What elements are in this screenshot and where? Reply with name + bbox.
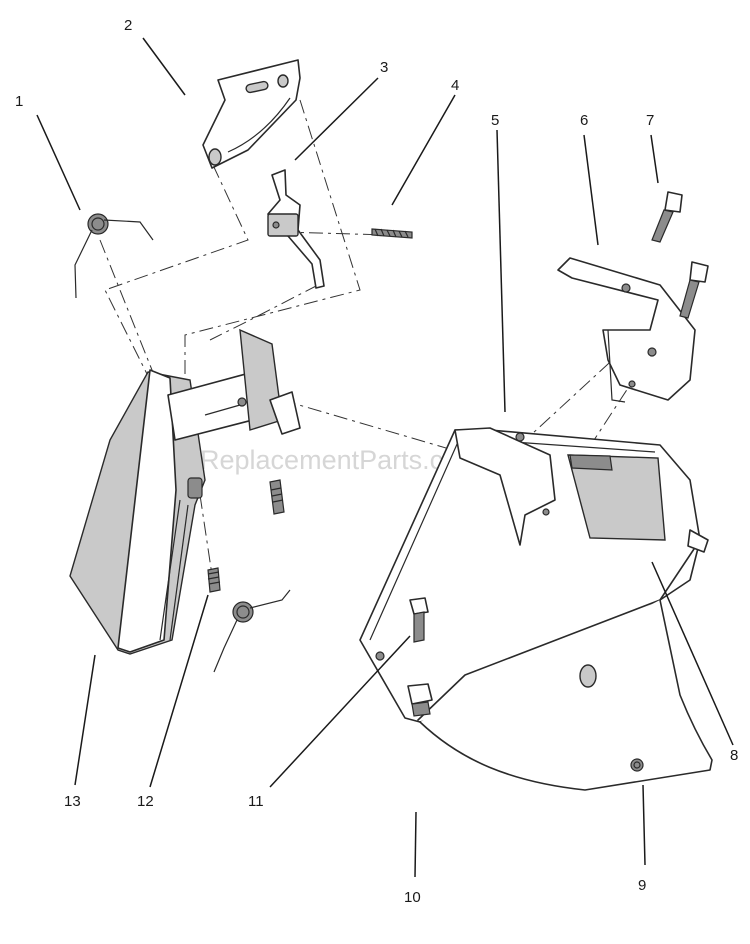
- small-spring-part-4: [371, 228, 413, 239]
- callout-11: 11: [248, 793, 264, 810]
- deflector-blade-part-13: [69, 328, 301, 655]
- screw-part-12: [207, 567, 221, 593]
- chute-housing-part-5: [359, 427, 713, 791]
- callout-2: 2: [124, 17, 132, 34]
- top-bracket-part-6: [557, 257, 696, 403]
- callout-8: 8: [730, 747, 738, 764]
- bracket-plate-part-2: [202, 59, 301, 169]
- callout-6: 6: [580, 112, 588, 129]
- nut-part-10: [407, 683, 433, 717]
- callout-labels: 1 2 3 4 5 6 7 8 9 10 11 12 13: [15, 17, 738, 906]
- torsion-spring-upper-part-1: [74, 213, 154, 299]
- callout-1: 1: [15, 93, 23, 110]
- small-screw-part-9: [630, 758, 644, 772]
- callout-7: 7: [646, 112, 654, 129]
- torsion-spring-lower-part-1: [213, 589, 291, 673]
- callout-12: 12: [137, 793, 154, 810]
- watermark-text: eReplacementParts.com: [185, 445, 481, 475]
- callout-5: 5: [491, 112, 499, 129]
- callout-10: 10: [404, 889, 421, 906]
- callout-9: 9: [638, 877, 646, 894]
- bolt-part-11: [409, 597, 429, 643]
- latch-arm-part-3: [267, 169, 325, 289]
- callout-13: 13: [64, 793, 81, 810]
- bolts-part-7: [651, 191, 709, 319]
- callout-4: 4: [451, 77, 459, 94]
- screw-bracket-fastener: [269, 479, 285, 515]
- callout-3: 3: [380, 59, 388, 76]
- leader-lines: [36, 37, 734, 878]
